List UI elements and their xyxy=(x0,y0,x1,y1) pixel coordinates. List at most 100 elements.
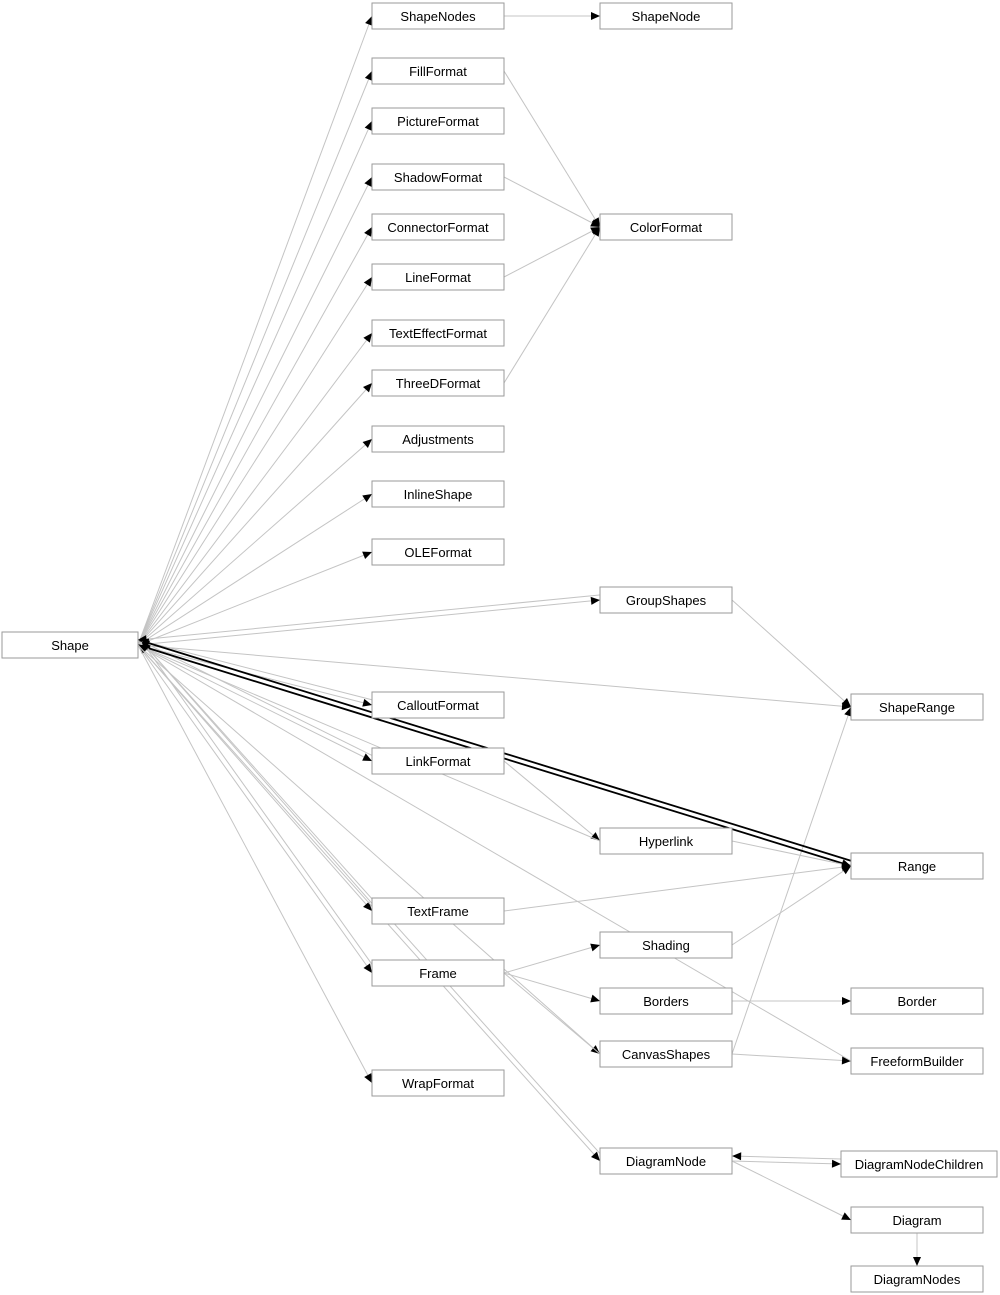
node-label-shaperange: ShapeRange xyxy=(879,700,955,715)
edge-threedformat-to-colorformat xyxy=(503,226,601,384)
arrowhead-diagramnode-to-diagramnodechildren xyxy=(831,1159,841,1168)
node-fillformat[interactable]: FillFormat xyxy=(371,57,505,85)
node-wrapformat[interactable]: WrapFormat xyxy=(371,1069,505,1097)
node-threedformat[interactable]: ThreeDFormat xyxy=(371,369,505,397)
arrowhead-shape-to-linkformat xyxy=(362,753,372,761)
node-calloutformat[interactable]: CalloutFormat xyxy=(371,691,505,719)
node-diagram[interactable]: Diagram xyxy=(850,1206,984,1234)
arrowhead-shape-to-groupshapes xyxy=(590,596,600,605)
arrowhead-shape-to-texteffectformat xyxy=(363,333,372,343)
edge-diagramnode-to-diagramnodechildren xyxy=(731,1160,842,1165)
arrowhead-diagram-to-diagramnodes xyxy=(913,1257,921,1266)
node-label-lineformat: LineFormat xyxy=(405,270,471,285)
edge-shape-to-pictureformat xyxy=(137,120,373,646)
node-box-wrapformat xyxy=(371,1069,505,1097)
node-label-diagramnodechildren: DiagramNodeChildren xyxy=(855,1157,984,1172)
node-freeformbuilder[interactable]: FreeformBuilder xyxy=(850,1047,984,1075)
node-diagramnode[interactable]: DiagramNode xyxy=(599,1147,733,1175)
node-label-borders: Borders xyxy=(643,994,689,1009)
arrowhead-linkformat-to-hyperlink xyxy=(590,832,600,841)
node-texteffectformat[interactable]: TextEffectFormat xyxy=(371,319,505,347)
node-shape[interactable]: Shape xyxy=(1,631,139,659)
node-label-threedformat: ThreeDFormat xyxy=(396,376,481,391)
node-label-diagramnode: DiagramNode xyxy=(626,1154,706,1169)
node-shading[interactable]: Shading xyxy=(599,931,733,959)
node-label-wrapformat: WrapFormat xyxy=(402,1076,474,1091)
arrowhead-shape-to-threedformat xyxy=(363,383,372,393)
node-colorformat[interactable]: ColorFormat xyxy=(599,213,733,241)
node-hyperlink[interactable]: Hyperlink xyxy=(599,827,733,855)
arrowhead-shape-to-lineformat xyxy=(363,277,372,287)
edge-frame-to-shading xyxy=(503,944,601,974)
arrowhead-threedformat-to-colorformat xyxy=(591,227,600,237)
node-box-diagramnodechildren xyxy=(840,1150,998,1178)
node-box-shadowformat xyxy=(371,163,505,191)
edge-shape-to-shapenodes xyxy=(137,15,373,646)
edge-hyperlink-to-shape xyxy=(137,644,601,842)
node-label-colorformat: ColorFormat xyxy=(630,220,703,235)
edge-diagramnodechildren-to-diagramnode xyxy=(732,1155,842,1160)
edge-canvasshapes-to-freeformbuilder xyxy=(731,1053,852,1062)
node-borders[interactable]: Borders xyxy=(599,987,733,1015)
arrowhead-shape-to-fillformat xyxy=(364,71,373,81)
node-oleformat[interactable]: OLEFormat xyxy=(371,538,505,566)
node-label-shapenodes: ShapeNodes xyxy=(400,9,476,24)
node-box-diagramnode xyxy=(599,1147,733,1175)
node-box-oleformat xyxy=(371,538,505,566)
arrowhead-shape-to-shaperange xyxy=(841,702,851,711)
node-pictureformat[interactable]: PictureFormat xyxy=(371,107,505,135)
edge-shape-to-calloutformat xyxy=(137,644,373,706)
arrowhead-shadowformat-to-colorformat xyxy=(590,219,600,227)
node-label-diagramnodes: DiagramNodes xyxy=(874,1272,961,1287)
edge-shape-to-connectorformat xyxy=(137,226,373,646)
node-groupshapes[interactable]: GroupShapes xyxy=(599,586,733,614)
node-box-hyperlink xyxy=(599,827,733,855)
edge-shape-to-fillformat xyxy=(137,70,373,646)
arrowhead-borders-to-border xyxy=(842,997,851,1005)
edge-shape-to-linkformat xyxy=(137,644,373,762)
arrowhead-shape-to-adjustments xyxy=(362,439,372,448)
node-diagramnodes[interactable]: DiagramNodes xyxy=(850,1265,984,1293)
node-adjustments[interactable]: Adjustments xyxy=(371,425,505,453)
node-label-border: Border xyxy=(897,994,937,1009)
node-shapenodes[interactable]: ShapeNodes xyxy=(371,2,505,30)
edges-layer xyxy=(137,12,921,1266)
node-label-diagram: Diagram xyxy=(892,1213,941,1228)
edge-shape-to-groupshapes xyxy=(137,599,601,646)
node-box-range xyxy=(850,852,984,880)
node-label-freeformbuilder: FreeformBuilder xyxy=(870,1054,964,1069)
node-lineformat[interactable]: LineFormat xyxy=(371,263,505,291)
node-textframe[interactable]: TextFrame xyxy=(371,897,505,925)
node-diagramnodechildren[interactable]: DiagramNodeChildren xyxy=(840,1150,998,1178)
node-border[interactable]: Border xyxy=(850,987,984,1015)
node-frame[interactable]: Frame xyxy=(371,959,505,987)
node-label-pictureformat: PictureFormat xyxy=(397,114,479,129)
node-connectorformat[interactable]: ConnectorFormat xyxy=(371,213,505,241)
node-shaperange[interactable]: ShapeRange xyxy=(850,693,984,721)
edge-groupshapes-to-shape xyxy=(137,594,600,641)
node-box-pictureformat xyxy=(371,107,505,135)
arrowhead-canvasshapes-to-shaperange xyxy=(844,707,852,717)
edge-shape-to-texteffectformat xyxy=(137,332,373,646)
node-box-connectorformat xyxy=(371,213,505,241)
node-shapenode[interactable]: ShapeNode xyxy=(599,2,733,30)
edge-shape-to-wrapformat xyxy=(137,644,373,1084)
node-canvasshapes[interactable]: CanvasShapes xyxy=(599,1040,733,1068)
arrowhead-shape-to-diagramnode xyxy=(591,1151,600,1161)
node-box-shading xyxy=(599,931,733,959)
node-label-texteffectformat: TextEffectFormat xyxy=(389,326,487,341)
node-box-fillformat xyxy=(371,57,505,85)
node-shadowformat[interactable]: ShadowFormat xyxy=(371,163,505,191)
edge-shape-to-diagramnode xyxy=(137,644,601,1162)
edge-shape-to-adjustments xyxy=(137,438,373,646)
node-box-shapenodes xyxy=(371,2,505,30)
node-label-connectorformat: ConnectorFormat xyxy=(387,220,489,235)
node-inlineshape[interactable]: InlineShape xyxy=(371,480,505,508)
arrowhead-diagramnode-to-diagram xyxy=(841,1212,851,1220)
node-box-freeformbuilder xyxy=(850,1047,984,1075)
node-linkformat[interactable]: LinkFormat xyxy=(371,747,505,775)
arrowhead-shape-to-connectorformat xyxy=(364,227,372,237)
node-range[interactable]: Range xyxy=(850,852,984,880)
